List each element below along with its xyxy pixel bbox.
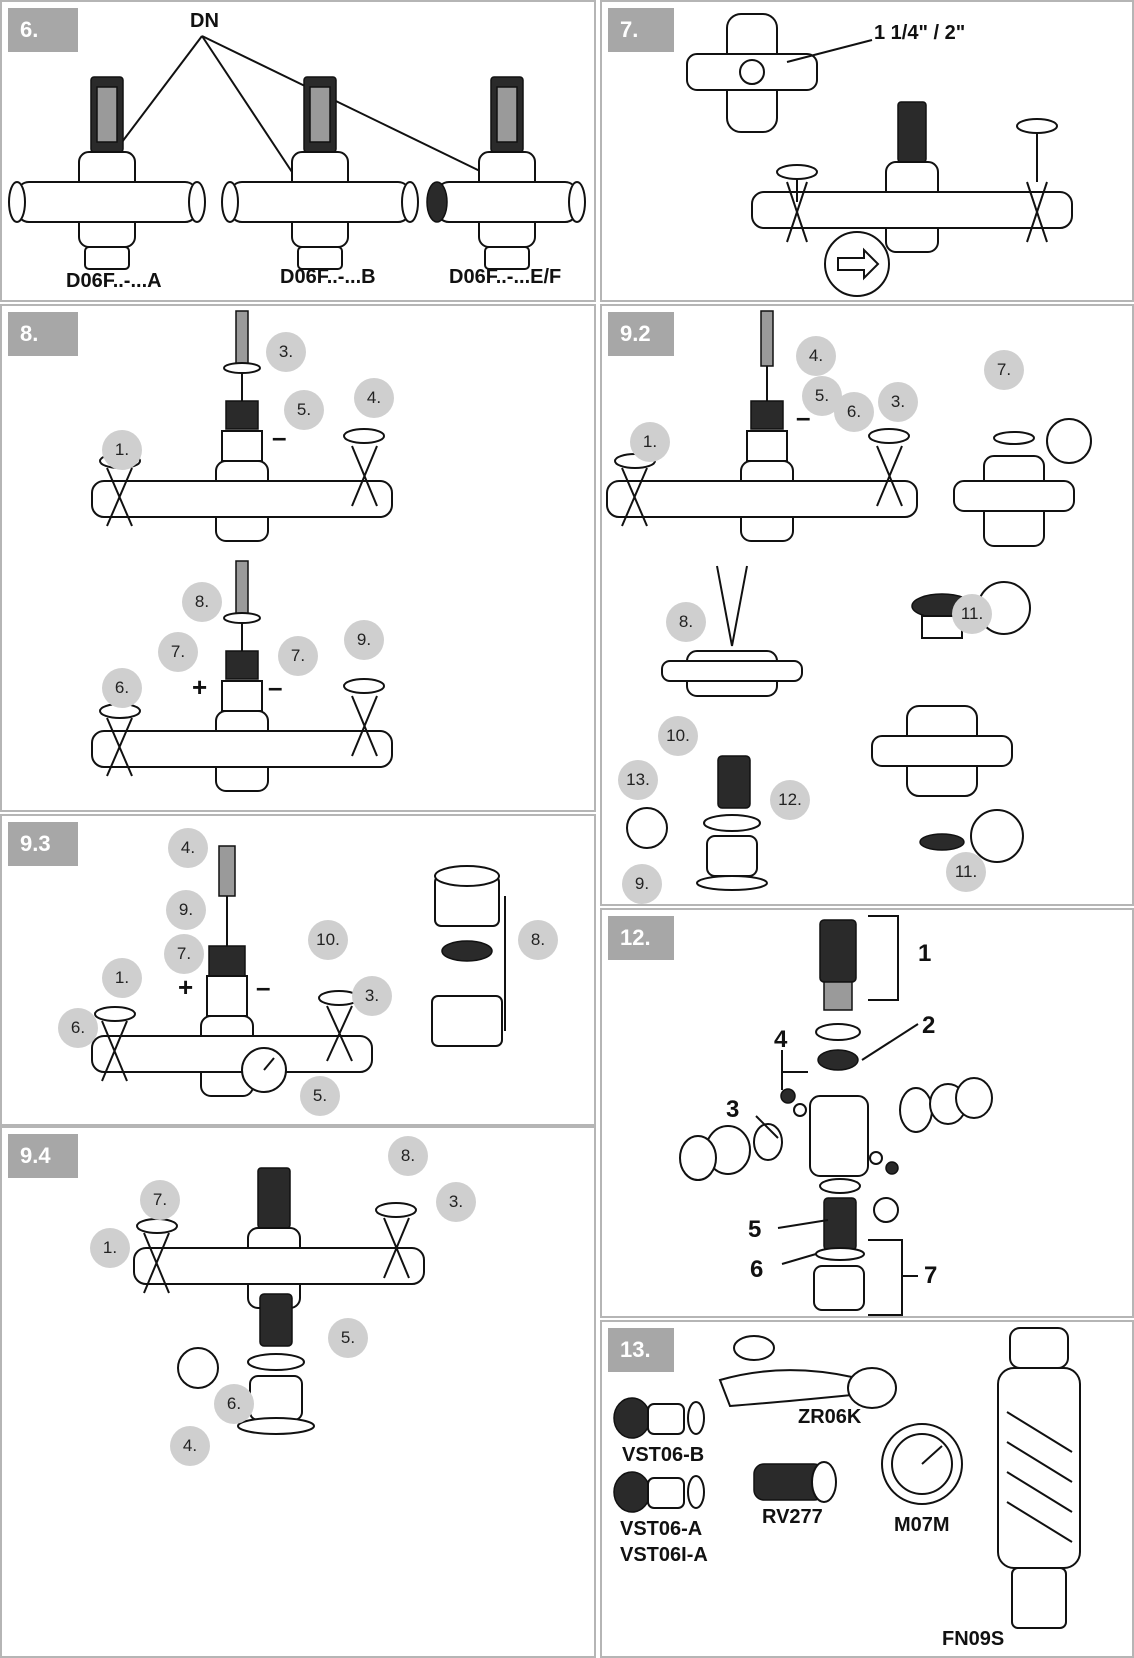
step-badge: 8.: [388, 1136, 428, 1176]
panel-12: 12. 1 2 4 3 5 6 7: [600, 908, 1134, 1318]
pliers-icon: [661, 565, 803, 697]
pressure-reducer-icon: [8, 35, 586, 270]
accessory-label: FN09S: [942, 1628, 1005, 1650]
accessories-icon: [613, 1327, 1081, 1629]
pressure-reducer-icon: [133, 1167, 425, 1435]
pressure-reducer-icon: [606, 310, 1092, 891]
step-badge: 10.: [308, 920, 348, 960]
plus-sign: +: [178, 972, 194, 1002]
accessory-label: VST06I-A: [620, 1544, 708, 1566]
step-badge: 1.: [102, 430, 142, 470]
panel-7-label: 7.: [608, 8, 674, 52]
step-badge: 7.: [278, 636, 318, 676]
minus-sign: –: [272, 422, 287, 452]
model-caption-b: D06F..-...B: [280, 266, 376, 288]
wrench-icon: [718, 1335, 897, 1409]
step-badge: 1.: [102, 958, 142, 998]
panel-13-label: 13.: [608, 1328, 674, 1372]
step-badge: 8.: [182, 582, 222, 622]
dn-label: DN: [190, 10, 219, 32]
step-badge: 1.: [90, 1228, 130, 1268]
gauge-icon: [881, 1423, 963, 1505]
part-number: 3: [726, 1096, 740, 1123]
part-number: 2: [922, 1012, 936, 1039]
step-badge: 11.: [946, 852, 986, 892]
step-badge: 10.: [658, 716, 698, 756]
panel-12-label: 12.: [608, 916, 674, 960]
accessory-label: ZR06K: [798, 1406, 862, 1428]
step-badge: 5.: [802, 376, 842, 416]
panel-6-label: 6.: [8, 8, 78, 52]
step-badge: 6.: [58, 1008, 98, 1048]
valve-icon: [686, 13, 1073, 297]
step-badge: 6.: [102, 668, 142, 708]
step-badge: 7.: [140, 1180, 180, 1220]
step-badge: 3.: [352, 976, 392, 1016]
step-badge: 13.: [618, 760, 658, 800]
minus-sign: –: [256, 972, 271, 1002]
step-badge: 5.: [328, 1318, 368, 1358]
panel-9-4: 9.4 8. 7. 3. 1. 5. 6. 4.: [0, 1126, 596, 1658]
step-badge: 8.: [518, 920, 558, 960]
plus-sign: +: [192, 672, 208, 702]
step-badge: 1.: [630, 422, 670, 462]
step-badge: 7.: [164, 934, 204, 974]
pressure-reducer-icon: [91, 310, 393, 792]
step-badge: 9.: [166, 890, 206, 930]
panel-9-3-label: 9.3: [8, 822, 78, 866]
gauge-icon: [241, 1047, 287, 1093]
step-badge: 6.: [214, 1384, 254, 1424]
step-badge: 3.: [266, 332, 306, 372]
minus-sign: –: [796, 402, 811, 432]
panel-8-label: 8.: [8, 312, 78, 356]
part-number: 6: [750, 1256, 764, 1283]
panel-7: 7. 1 1/4" / 2": [600, 0, 1134, 302]
panel-13: 13. ZR06K VST06-B VST06-A VST06I-A RV277…: [600, 1320, 1134, 1658]
accessory-label: VST06-B: [622, 1444, 705, 1466]
step-badge: 12.: [770, 780, 810, 820]
step-badge: 9.: [622, 864, 662, 904]
part-number: 5: [748, 1216, 762, 1243]
step-badge: 6.: [834, 392, 874, 432]
panel-9-4-label: 9.4: [8, 1134, 78, 1178]
filter-icon: [997, 1327, 1081, 1629]
exploded-view-icon: [679, 915, 993, 1316]
step-badge: 9.: [344, 620, 384, 660]
step-badge: 11.: [952, 594, 992, 634]
panel-9-3: 9.3 4. 9. 7. 10. 1.: [0, 814, 596, 1126]
step-badge: 5.: [284, 390, 324, 430]
step-badge: 4.: [168, 828, 208, 868]
step-badge: 4.: [170, 1426, 210, 1466]
part-number: 7: [924, 1262, 938, 1289]
flow-arrow-icon: [824, 231, 890, 297]
pressure-reducer-icon: [91, 845, 506, 1097]
accessory-label: RV277: [762, 1506, 823, 1528]
part-number: 1: [918, 940, 932, 967]
panel-6: 6. DN: [0, 0, 596, 302]
step-badge: 3.: [436, 1182, 476, 1222]
part-number: 4: [774, 1026, 788, 1053]
model-caption-ef: D06F..-...E/F: [449, 266, 562, 288]
accessory-label: M07M: [894, 1514, 950, 1536]
step-badge: 7.: [984, 350, 1024, 390]
panel-8: 8.: [0, 304, 596, 812]
step-badge: 4.: [354, 378, 394, 418]
step-badge: 4.: [796, 336, 836, 376]
panel-9-2: 9.2: [600, 304, 1134, 906]
step-badge: 8.: [666, 602, 706, 642]
step-badge: 5.: [300, 1076, 340, 1116]
minus-sign: –: [268, 672, 283, 702]
panel-9-2-label: 9.2: [608, 312, 674, 356]
step-badge: 7.: [158, 632, 198, 672]
connection-size-label: 1 1/4" / 2": [874, 22, 966, 44]
model-caption-a: D06F..-...A: [66, 270, 162, 292]
step-badge: 3.: [878, 382, 918, 422]
accessory-label: VST06-A: [620, 1518, 703, 1540]
